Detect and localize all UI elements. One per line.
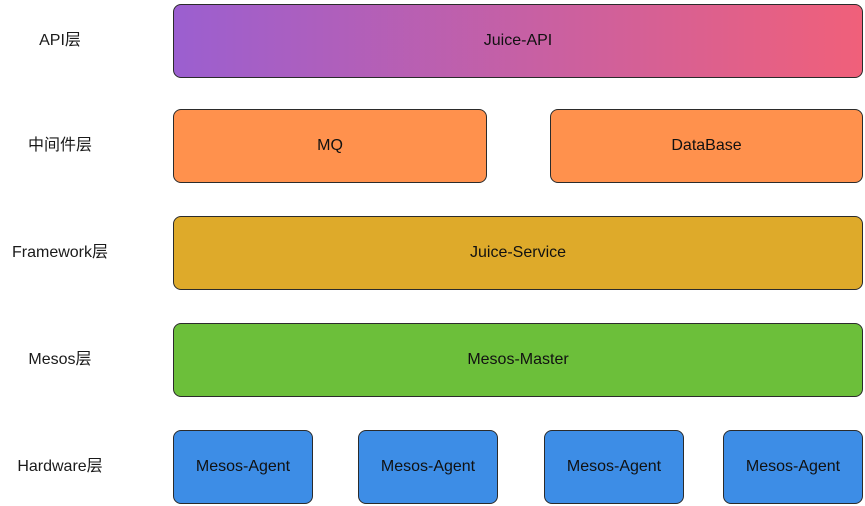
layer-label-framework: Framework层	[11, 244, 109, 261]
mesos-agent-box-2: Mesos-Agent	[358, 430, 498, 504]
juice-service-label: Juice-Service	[469, 244, 567, 261]
layer-label-api: API层	[39, 32, 81, 49]
layer-label-middleware: 中间件层	[27, 137, 93, 154]
mesos-master-box: Mesos-Master	[173, 323, 863, 397]
mesos-agent-box-3: Mesos-Agent	[544, 430, 684, 504]
mesos-agent-label: Mesos-Agent	[380, 458, 476, 475]
database-label: DataBase	[671, 137, 742, 154]
juice-api-box: Juice-API	[173, 4, 863, 78]
juice-api-label: Juice-API	[483, 32, 553, 49]
layer-label-mesos: Mesos层	[28, 351, 92, 368]
mesos-master-label: Mesos-Master	[467, 351, 569, 368]
mq-label: MQ	[317, 137, 343, 154]
mq-box: MQ	[173, 109, 487, 183]
layer-label-hardware: Hardware层	[17, 458, 103, 475]
juice-service-box: Juice-Service	[173, 216, 863, 290]
database-box: DataBase	[550, 109, 863, 183]
mesos-agent-label: Mesos-Agent	[566, 458, 662, 475]
mesos-agent-label: Mesos-Agent	[195, 458, 291, 475]
mesos-agent-label: Mesos-Agent	[745, 458, 841, 475]
mesos-agent-box-4: Mesos-Agent	[723, 430, 863, 504]
mesos-agent-box-1: Mesos-Agent	[173, 430, 313, 504]
